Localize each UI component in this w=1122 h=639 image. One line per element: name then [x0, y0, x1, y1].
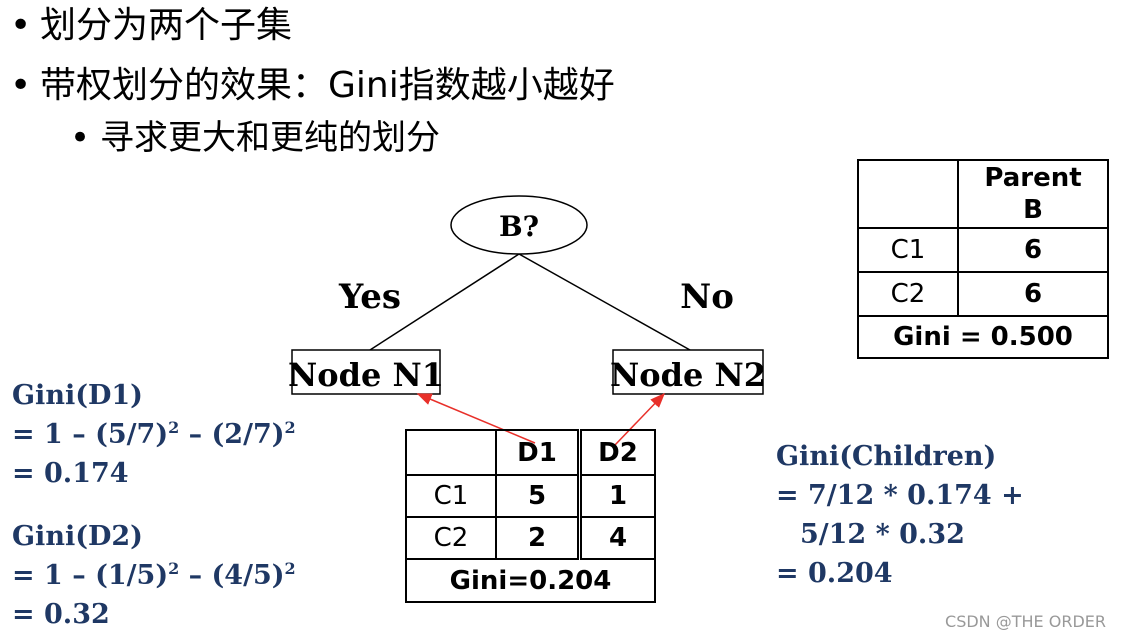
- gini-children-formula: Gini(Children) = 7/12 * 0.174 + 5/12 * 0…: [776, 437, 1024, 593]
- gini-d1-exp-b: 2: [284, 418, 296, 437]
- child-cell-d1: 2: [495, 516, 582, 560]
- parent-corner-cell: [857, 159, 959, 229]
- gini-d1-term-b: – (2/7): [179, 419, 285, 450]
- parent-gini-footer: Gini = 0.500: [857, 315, 1109, 359]
- edge-no: [518, 253, 691, 351]
- parent-row-label: C1: [857, 227, 959, 273]
- parent-row-value: 6: [957, 227, 1109, 273]
- child-corner-cell: [405, 429, 497, 476]
- parent-header: Parent B: [957, 159, 1109, 229]
- parent-header-line1: Parent: [984, 163, 1082, 193]
- node-n2-box: [612, 349, 764, 395]
- node-n2-label: Node N2: [610, 356, 766, 394]
- bullet-dot: •: [10, 65, 32, 106]
- child-cell-d2: 4: [578, 516, 656, 560]
- gini-d1-result: = 0.174: [12, 458, 129, 489]
- gini-d1-term-a: = 1 – (5/7): [12, 419, 169, 450]
- child-gini-footer: Gini=0.204: [405, 558, 656, 603]
- bullet-2: •带权划分的效果：Gini指数越小越好: [10, 66, 615, 106]
- yes-label: Yes: [338, 277, 401, 317]
- root-label: B?: [499, 210, 539, 243]
- gini-d2-expression: = 1 – (1/5)2 – (4/5)2: [12, 556, 296, 595]
- parent-row-label: C2: [857, 271, 959, 317]
- gini-d2-term-b: – (4/5): [179, 560, 285, 591]
- gini-d2-exp-a: 2: [168, 559, 180, 578]
- gini-d2-title: Gini(D2): [12, 521, 143, 552]
- parent-row-value: 6: [957, 271, 1109, 317]
- node-n1-box: [291, 349, 441, 395]
- child-cell-d1: 5: [495, 474, 582, 518]
- bullet-3: •寻求更大和更纯的划分: [70, 118, 440, 158]
- child-table: D1 D2 C1 5 1 C2 2 4 Gini=0.204: [405, 429, 656, 603]
- watermark: CSDN @THE ORDER: [945, 612, 1106, 631]
- parent-table: Parent B C1 6 C2 6 Gini = 0.500: [857, 159, 1109, 359]
- child-row-label: C1: [405, 474, 497, 518]
- bullet-1-text: 划分为两个子集: [40, 5, 293, 46]
- gini-children-title: Gini(Children): [776, 441, 997, 472]
- node-n1-label: Node N1: [288, 356, 444, 394]
- gini-d1-title: Gini(D1): [12, 380, 143, 411]
- gini-d2-result: = 0.32: [12, 599, 110, 630]
- bullet-dot: •: [70, 118, 91, 158]
- gini-d2-exp-b: 2: [284, 559, 296, 578]
- parent-header-line2: B: [1023, 195, 1043, 225]
- gini-children-result: = 0.204: [776, 558, 893, 589]
- child-col-d1: D1: [495, 429, 582, 476]
- gini-children-line2: 5/12 * 0.32: [800, 519, 965, 550]
- gini-d2-term-a: = 1 – (1/5): [12, 560, 169, 591]
- gini-children-line1: = 7/12 * 0.174 +: [776, 480, 1024, 511]
- child-col-d2: D2: [578, 429, 656, 476]
- bullet-2-text: 带权划分的效果：Gini指数越小越好: [40, 65, 615, 106]
- gini-d1-expression: = 1 – (5/7)2 – (2/7)2: [12, 415, 296, 454]
- child-cell-d2: 1: [578, 474, 656, 518]
- child-row-label: C2: [405, 516, 497, 560]
- bullet-dot: •: [10, 5, 32, 46]
- gini-d1-formula: Gini(D1) = 1 – (5/7)2 – (2/7)2 = 0.174: [12, 376, 296, 493]
- bullet-1: •划分为两个子集: [10, 6, 292, 46]
- gini-d1-exp-a: 2: [168, 418, 180, 437]
- no-label: No: [680, 277, 734, 317]
- edge-yes: [369, 253, 520, 351]
- gini-d2-formula: Gini(D2) = 1 – (1/5)2 – (4/5)2 = 0.32: [12, 517, 296, 634]
- bullet-3-text: 寻求更大和更纯的划分: [100, 118, 440, 158]
